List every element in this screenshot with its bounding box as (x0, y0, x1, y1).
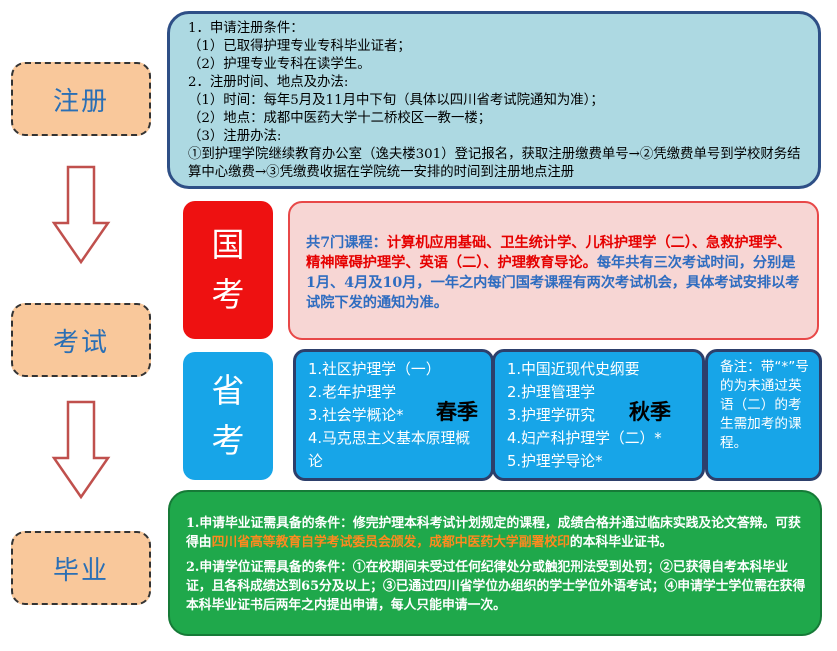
graduation-item-2: 2.申请学位证需具备的条件：①在校期间未受过任何纪律处分或触犯刑法受到处罚；②已… (186, 560, 806, 613)
registration-line: 2．注册时间、地点及办法: (188, 75, 349, 90)
registration-line: （2）护理专业专科在读学生。 (188, 57, 371, 72)
list-item: 2.护理管理学 (507, 384, 596, 401)
list-item: 2.老年护理学 (308, 384, 397, 401)
graduation-box: 1.申请毕业证需具备的条件：修完护理本科考试计划规定的课程，成绩合格并通过临床实… (168, 490, 822, 636)
provincial-exam-tag-char: 省 (211, 371, 245, 410)
stage-registration: 注册 (11, 62, 151, 136)
provincial-exam-tag: 省 考 (183, 352, 273, 480)
registration-line: （2）地点：成都中医药大学十二桥校区一教一楼； (188, 111, 492, 126)
graduation-item-1-text: 1.申请毕业证需具备的条件：修完护理本科考试计划规定的课程，成绩合格并通过临床实… (186, 516, 801, 550)
list-item: 3.社会学概论* (308, 407, 404, 424)
list-item: 4.马克思主义基本原理概论 (308, 430, 471, 470)
spring-courses-box: 1.社区护理学（一） 2.老年护理学 3.社会学概论* 4.马克思主义基本原理概… (293, 349, 494, 481)
registration-box: 1．申请注册条件： （1）已取得护理专业专科毕业证者； （2）护理专业专科在读学… (167, 11, 821, 189)
stage-graduation: 毕业 (11, 531, 151, 605)
graduation-issuer: 四川省高等教育自学考试委员会颁发，成都中医药大学副署校印 (211, 535, 570, 550)
list-item: 1.中国近现代史纲要 (507, 361, 640, 378)
registration-line: （3）注册办法: (188, 129, 282, 144)
note-text: 备注：带“*”号的为未通过英语（二）的考生需加考的课程。 (720, 359, 809, 451)
national-exam-tag-char: 国 (211, 225, 245, 264)
stage-registration-label: 注册 (52, 86, 109, 117)
national-exam-schedule: 每年共有三次考试时间，分别是1月、4月及10月，一年之内每门国考课程有两次考试机… (306, 255, 800, 311)
note-box: 备注：带“*”号的为未通过英语（二）的考生需加考的课程。 (705, 349, 822, 481)
list-item: 5.护理学导论* (507, 453, 603, 470)
stage-exam: 考试 (11, 303, 151, 377)
registration-line: （1）已取得护理专业专科毕业证者； (188, 39, 411, 54)
stage-graduation-label: 毕业 (52, 555, 109, 586)
national-exam-intro: 共7门课程： (306, 235, 387, 251)
list-item: 4.妇产科护理学（二）* (507, 430, 662, 447)
national-exam-courses: 计算机应用基础、卫生统计学、儿科护理学（二）、急救护理学、精神障碍护理学、英语（… (306, 235, 792, 271)
autumn-season-label: 秋季 (629, 399, 671, 424)
graduation-item-1-end: 的本科毕业证书。 (569, 535, 673, 550)
national-exam-tag: 国 考 (183, 201, 273, 339)
national-exam-box: 共7门课程：计算机应用基础、卫生统计学、儿科护理学（二）、急救护理学、精神障碍护… (288, 201, 819, 340)
stage-exam-label: 考试 (52, 327, 109, 358)
national-exam-tag-char: 考 (211, 275, 245, 314)
down-arrow-icon (51, 400, 111, 500)
registration-line: 1．申请注册条件： (188, 21, 304, 36)
graduation-item-1: 1.申请毕业证需具备的条件：修完护理本科考试计划规定的课程，成绩合格并通过临床实… (186, 514, 806, 552)
list-item: 1.社区护理学（一） (308, 361, 441, 378)
down-arrow-icon (51, 165, 111, 265)
spring-season-label: 春季 (436, 399, 478, 424)
registration-line: （1）时间：每年5月及11月中下旬（具体以四川省考试院通知为准）； (188, 93, 604, 108)
registration-line: ①到护理学院继续教育办公室（逸夫楼301）登记报名，获取注册缴费单号→②凭缴费单… (188, 147, 801, 180)
provincial-exam-tag-char: 考 (211, 421, 245, 460)
list-item: 3.护理学研究 (507, 407, 596, 424)
autumn-courses-box: 1.中国近现代史纲要 2.护理管理学 3.护理学研究 4.妇产科护理学（二）* … (492, 349, 705, 481)
